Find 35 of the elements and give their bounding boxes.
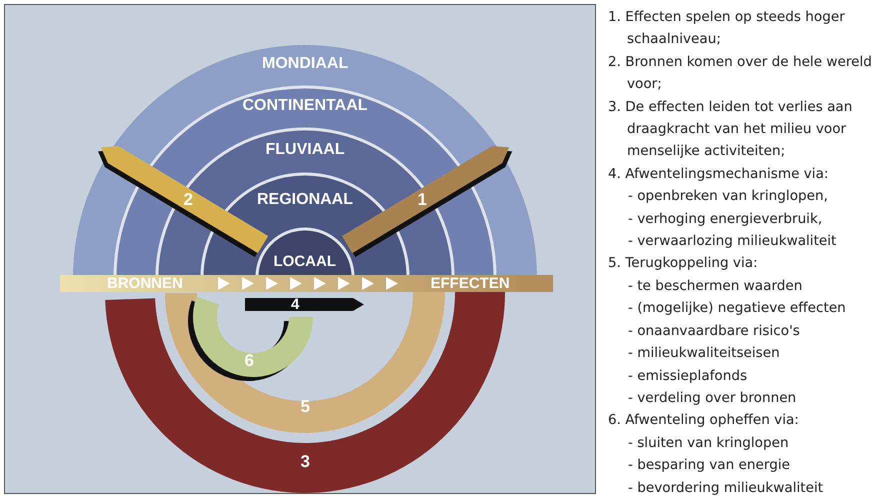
bar-label: BRONNEN (107, 275, 183, 293)
list-subitem: - milieukwaliteitseisen (627, 344, 781, 364)
list-item: 3. De effecten leiden tot verlies aan draagkracht van het milieu voor menselijke activiteiten; (608, 98, 854, 162)
list-item: 6. Afwenteling opheffen via: (608, 411, 800, 430)
list-subitem: - te beschermen waarden (627, 276, 804, 296)
list-subitem: - verwaarlozing milieukwaliteit (627, 232, 838, 252)
list-subitem: - onaanvaardbare risico's (627, 322, 801, 341)
ring-label: FLUVIAAL (266, 140, 345, 158)
arc-number: 6 (244, 352, 254, 370)
ring-label: LOCAAL (274, 253, 336, 271)
bar-label: EFFECTEN (430, 275, 510, 293)
arc-number: 5 (300, 398, 310, 416)
ring-label: MONDIAAL (262, 55, 348, 73)
pointed-tag (245, 297, 365, 312)
arrow-number: 1 (417, 190, 427, 209)
ring-label: CONTINENTAAL (242, 97, 368, 115)
scale-ring (73, 45, 537, 277)
arrow-number: 2 (183, 190, 193, 209)
list-subitem: - verhoging energieverbruik, (627, 210, 824, 229)
list-subitem: - verdeling over bronnen (627, 388, 798, 408)
list-subitem: - emissieplafonds (627, 366, 748, 386)
list-subitem: - sluiten van kringlopen (627, 434, 790, 453)
list-subitem: - openbreken van kringlopen, (627, 187, 829, 206)
list-subitem: - bevordering milieukwaliteit (627, 478, 824, 498)
list-item: 5. Terugkoppeling via: (608, 254, 759, 274)
list-item: 2. Bronnen komen over de hele wereld voor; (608, 52, 873, 94)
list-item: 1. Effecten spelen op steeds hoger schaalniveau; (608, 8, 846, 50)
list-item: 4. Afwentelingsmechanisme via: (608, 164, 830, 184)
list-subitem: - besparing van energie (627, 456, 791, 476)
arc-number: 3 (300, 453, 310, 471)
tag-number: 4 (291, 296, 300, 314)
feedback-arc (163, 293, 447, 435)
ring-label: REGIONAAL (257, 190, 353, 208)
list-subitem: - (mogelijke) negatieve effecten (627, 299, 847, 318)
source-effect-bar (60, 275, 553, 292)
